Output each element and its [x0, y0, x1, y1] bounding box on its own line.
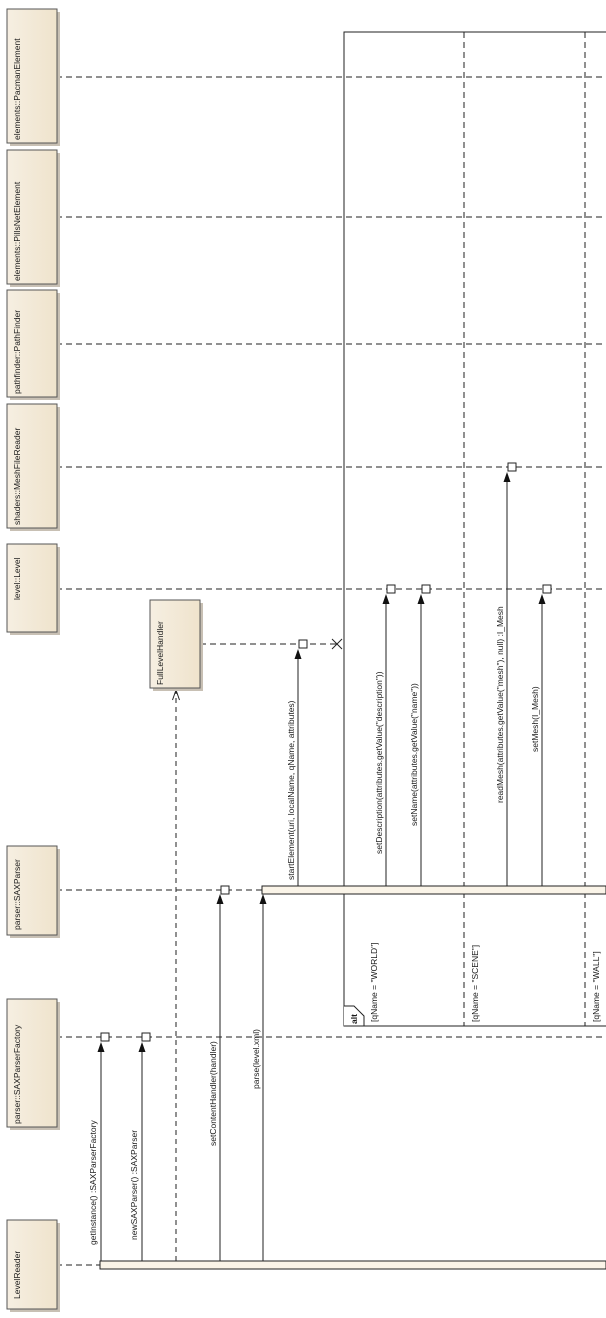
execution-setdescription: [386, 584, 396, 594]
execution-setcontenthandler: [220, 885, 230, 895]
arrowhead-readmesh: [503, 472, 511, 482]
execution-getinstance: [100, 1032, 110, 1042]
object-saxparser[interactable]: parser::SAXParser: [6, 845, 60, 938]
message-label-setcontenthandler: setContentHandler(handler): [208, 1041, 218, 1146]
object-label-levelreader: LevelReader: [12, 1251, 22, 1299]
execution-readmesh: [507, 462, 517, 472]
execution-setname: [421, 584, 431, 594]
object-label-factory: parser::SAXParserFactory: [12, 1024, 22, 1124]
message-label-parse: parse(level.xml): [251, 1029, 261, 1089]
object-level[interactable]: level::Level: [6, 543, 60, 635]
arrowhead-setname: [417, 594, 425, 604]
arrowhead-startelement: [294, 649, 302, 659]
destroy-mark: [331, 638, 343, 650]
arrowhead-setdescription: [382, 594, 390, 604]
object-pathfinder[interactable]: pathfinder::PathFinder: [6, 289, 60, 400]
message-label-getinstance: getInstance() :SAXParserFactory: [88, 1120, 98, 1245]
message-label-setdescription: setDescription(attributes.getValue("desc…: [374, 671, 384, 854]
object-meshreader[interactable]: shaders::MeshFileReader: [6, 403, 60, 531]
message-label-setname: setName(attributes.getValue("name")): [409, 683, 419, 826]
message-label-readmesh: readMesh(attributes.getValue("mesh"), nu…: [495, 606, 505, 803]
message-label-startelement: startElement(uri, localName, qName, attr…: [286, 700, 296, 880]
object-label-meshreader: shaders::MeshFileReader: [12, 428, 22, 525]
alt-fragment: [343, 31, 606, 1027]
object-handler[interactable]: FullLevelHandler: [149, 599, 203, 691]
arrowhead-setcontenthandler: [216, 894, 224, 904]
guard-scene: [qName = "SCENE"]: [470, 945, 480, 1022]
arrowhead-setmesh: [538, 594, 546, 604]
message-label-newsaxparser: newSAXParser() :SAXParser: [129, 1130, 139, 1240]
message-label-setmesh: setMesh(I_Mesh): [530, 686, 540, 752]
alt-operator-label: alt: [349, 1014, 359, 1024]
activation-levelreader: [99, 1260, 606, 1270]
arrowhead-parse: [259, 894, 267, 904]
guard-world: [qName = "WORLD"]: [369, 943, 379, 1022]
object-label-pathfinder: pathfinder::PathFinder: [12, 310, 22, 394]
activation-saxparser: [261, 885, 606, 895]
arrowhead-getinstance: [97, 1042, 105, 1052]
execution-setmesh: [542, 584, 552, 594]
guard-wall: [qName = "WALL"]: [591, 951, 601, 1022]
object-pacman[interactable]: elements::PacmanElement: [6, 8, 60, 146]
execution-newsaxparser: [141, 1032, 151, 1042]
object-levelreader[interactable]: LevelReader: [6, 1219, 60, 1312]
object-label-handler: FullLevelHandler: [155, 621, 165, 685]
object-label-saxparser: parser::SAXParser: [12, 859, 22, 930]
object-label-pacman: elements::PacmanElement: [12, 38, 22, 140]
execution-startelement: [298, 639, 308, 649]
alt-operator-tab: [344, 1005, 365, 1027]
object-label-pills: elements::PillsNetElement: [12, 181, 22, 281]
object-label-level: level::Level: [12, 557, 22, 600]
object-factory[interactable]: parser::SAXParserFactory: [6, 998, 60, 1130]
arrowhead-newsaxparser: [138, 1042, 146, 1052]
object-pills[interactable]: elements::PillsNetElement: [6, 149, 60, 287]
